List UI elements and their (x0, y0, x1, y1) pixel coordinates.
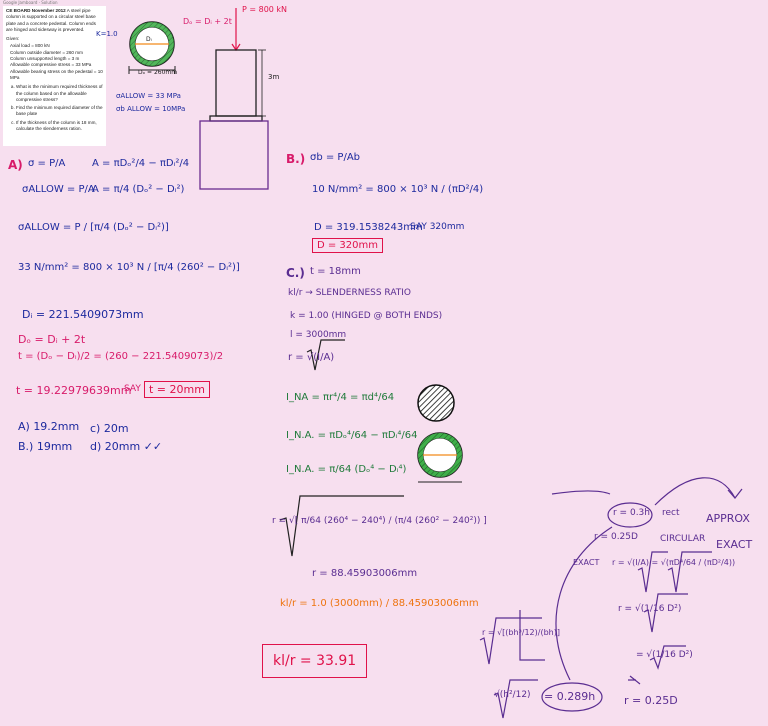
part-a-line: σALLOW = P / [π/4 (Dₒ² − Dᵢ²)] (18, 222, 169, 233)
sb-label: σb ALLOW = 10MPa (116, 105, 186, 113)
sallow-label: σALLOW = 33 MPa (116, 92, 181, 100)
part-b-line: 10 N/mm² = 800 × 10³ N / (πD²/4) (312, 184, 484, 195)
note-annotations (479, 477, 743, 719)
question-item: If the thickness of the column is 18 mm,… (16, 120, 103, 133)
given-item: Allowable compressive stress = 33 MPa (10, 62, 92, 68)
given-item: Column unsupported length = 3 m (10, 56, 80, 62)
part-c-r-val: r = 88.45903006mm (312, 568, 418, 579)
part-b-line: σb = P/Ab (310, 152, 361, 163)
choice-item: B.) 19mm (18, 440, 73, 453)
note-exact-word: EXACT (716, 538, 753, 551)
note-r-eq: = √(1/16 D²) (636, 650, 693, 660)
part-c-label: C.) (286, 266, 305, 280)
pipe-section-sketch (128, 21, 176, 74)
note-r03h: r = 0.3h (613, 508, 650, 518)
choice-item: c) 20m (90, 422, 129, 435)
given-list: Axial load = 800 kN Column outside diame… (10, 43, 103, 81)
part-a-line: A = π/4 (Dₒ² − Dᵢ²) (92, 184, 185, 195)
part-a-line: 33 N/mm² = 800 × 10³ N / [π/4 (260² − Dᵢ… (18, 262, 240, 273)
note-rect: rect (662, 508, 680, 518)
part-a-do: Dₒ = Dᵢ + 2t (18, 333, 86, 346)
load-label: P = 800 kN (242, 5, 288, 14)
problem-card: CE BOARD November 2012 A steel pipe colu… (3, 6, 106, 146)
part-c-i-na: I_N.A. = πDₒ⁴/64 − πDᵢ⁴/64 (286, 430, 418, 441)
k-note: K=1.0 (96, 30, 118, 38)
note-result-025: r = 0.25D (624, 694, 678, 707)
part-b-d: D = 319.1538243mm (314, 222, 423, 233)
part-a-label: A) (8, 158, 23, 172)
part-a-answer-box: t = 20mm (144, 381, 210, 398)
height-label: 3m (268, 73, 280, 81)
part-c-kl-num: kl/r = 1.0 (3000mm) / 88.45903006mm (280, 598, 479, 609)
part-a-line: σ = P/A (28, 158, 66, 169)
problem-statement: CE BOARD November 2012 A steel pipe colu… (6, 8, 96, 32)
part-a-t-eq: t = (Dₒ − Dᵢ)/2 = (260 − 221.5409073)/2 (18, 351, 224, 362)
part-c-t: t = 18mm (310, 266, 361, 277)
question-item: What is the minimum required thickness o… (16, 84, 103, 103)
note-r025d: r = 0.25D (594, 532, 638, 542)
given-item: Column outside diameter = 260 mm (10, 49, 83, 55)
do-eq-label: Dₒ = Dᵢ + 2t (183, 17, 232, 26)
note-circular: CIRCULAR (660, 534, 706, 544)
part-b-answer-box: D = 320mm (312, 238, 384, 253)
note-approx: APPROX (706, 512, 750, 525)
given-item: Axial load = 800 kN (10, 43, 50, 49)
note-rect-sqrt: √(h²/12) (494, 690, 531, 700)
part-c-result-box: kl/r = 33.91 (262, 644, 368, 678)
part-a-t-val: t = 19.22979639mm (16, 384, 132, 397)
part-c-kl: kl/r → SLENDERNESS RATIO (288, 288, 412, 298)
hollow-section-sketch (417, 432, 463, 483)
question-list: What is the minimum required thickness o… (6, 84, 103, 132)
part-b-label: B.) (286, 152, 306, 166)
sqrt-signs (279, 339, 404, 557)
header-caption: Google Jamboard · Solution (3, 0, 58, 5)
part-a-say: SAY (124, 384, 141, 394)
given-label: Given: (6, 36, 20, 42)
note-rect-formula: r = √[(bh³/12)/(bh)] (482, 628, 560, 637)
note-result-0289: = 0.289h (544, 690, 596, 703)
solid-section-sketch (417, 384, 455, 422)
part-c-i-solid: I_NA = πr⁴/4 = πd⁴/64 (286, 392, 395, 403)
part-a-line: A = πDₒ²/4 − πDᵢ²/4 (92, 158, 190, 169)
question-item: Find the minimum required diameter of th… (16, 105, 103, 118)
choice-item: d) 20mm ✓✓ (90, 440, 163, 453)
part-b-say: SAY 320mm (410, 222, 465, 232)
column-elevation-sketch (199, 8, 269, 190)
given-item: Allowable bearing stress on the pedestal… (10, 68, 103, 80)
part-c-i-na2: I_N.A. = π/64 (Dₒ⁴ − Dᵢ⁴) (286, 464, 407, 475)
note-exact-label: EXACT (573, 558, 600, 567)
part-c-l: l = 3000mm (290, 330, 347, 340)
di-label: Dᵢ (146, 36, 152, 43)
note-r-formula: r = √(I/A) = √(πD⁴/64 / (πD²/4)) (612, 558, 736, 567)
do-label: Dₒ = 260mm (138, 69, 178, 76)
note-r-mid: r = √(1/16 D²) (618, 604, 682, 614)
part-a-di: Dᵢ = 221.5409073mm (22, 308, 144, 321)
part-c-r: r = √(I/A) (288, 352, 335, 363)
problem-title: CE BOARD November 2012 (6, 8, 66, 13)
part-c-r-full: r = √[ π/64 (260⁴ − 240⁴) / (π/4 (260² −… (272, 516, 487, 526)
part-a-line: σALLOW = P/A (22, 184, 95, 195)
part-c-k: k = 1.00 (HINGED @ BOTH ENDS) (290, 311, 443, 321)
choice-item: A) 19.2mm (18, 420, 80, 433)
